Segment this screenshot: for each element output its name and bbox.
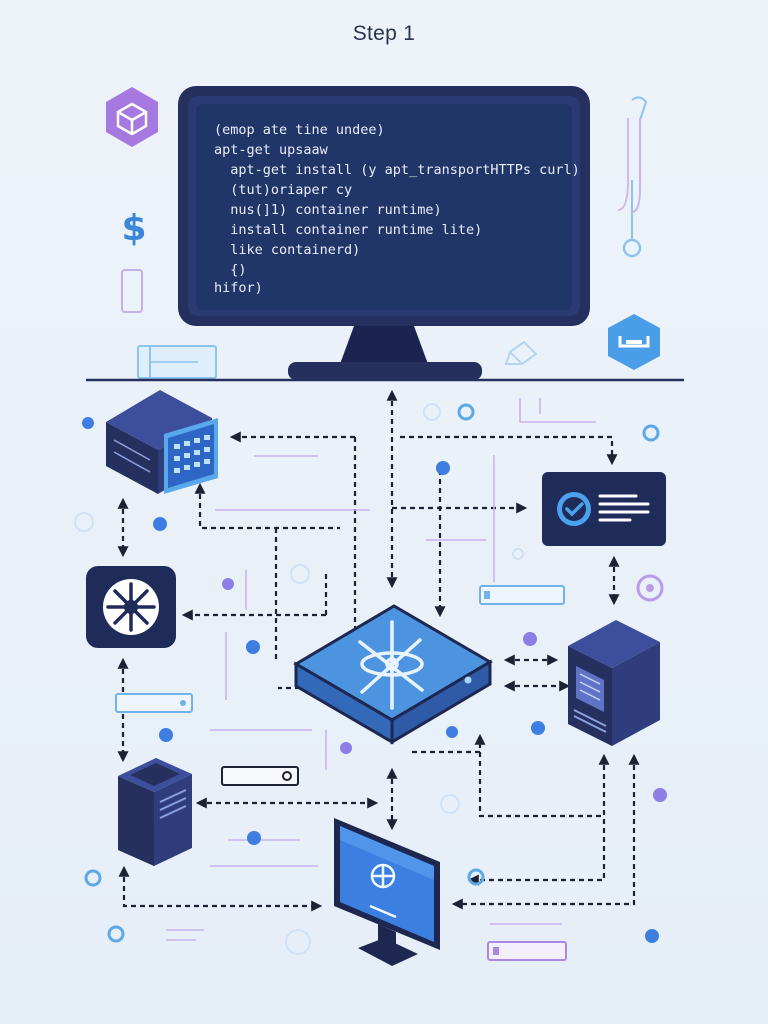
network-router-icon — [293, 604, 493, 745]
connector — [400, 435, 618, 466]
stethoscope-icon — [617, 96, 648, 258]
dollar-icon: $ — [121, 208, 146, 249]
connector — [467, 753, 610, 886]
terminal-line: nus(]1) container runtime) — [214, 202, 442, 218]
card-outline-icon — [137, 345, 217, 379]
progress-pill-left — [115, 693, 193, 713]
svg-text:$: $ — [121, 208, 146, 249]
decorative-guide-lines — [166, 398, 596, 941]
progress-pill-mid — [221, 766, 299, 786]
connector — [478, 752, 604, 818]
terminal-line: (tut)oriaper cy — [214, 182, 353, 198]
connector — [412, 733, 486, 754]
connector — [451, 753, 640, 910]
terminal-line: like containerd) — [214, 242, 361, 258]
terminal-line: apt-get upsaaw — [214, 142, 328, 158]
terminal-screen: (emop ate tine undee) apt-get upsaaw apt… — [182, 90, 586, 320]
progress-pill-bottom — [487, 941, 567, 961]
small-server-icon — [118, 758, 192, 866]
connectors — [117, 389, 640, 912]
cube-icon — [106, 87, 158, 147]
hexagon-chat-icon — [608, 314, 660, 370]
terminal-line: (emop ate tine undee) — [214, 122, 385, 138]
pencil-outline-icon — [504, 340, 538, 366]
progress-pill-right — [479, 585, 565, 605]
tag-outline-icon — [121, 269, 143, 313]
monitor-globe-icon — [334, 818, 440, 966]
server-rack-icon — [106, 390, 218, 494]
terminal-line: install container runtime lite) — [214, 222, 483, 238]
terminal-line: hifor) — [214, 280, 263, 296]
main-monitor — [178, 86, 590, 380]
checklist-card-icon — [542, 472, 666, 546]
terminal-line: apt-get install (y apt_transportHTTPs cu… — [214, 162, 580, 178]
connector — [194, 482, 340, 530]
connector — [118, 865, 323, 912]
helm-wheel-icon — [86, 566, 176, 648]
decorative-dots — [74, 403, 667, 955]
server-tower-icon — [568, 620, 660, 746]
terminal-line: {) — [214, 262, 247, 278]
connector — [278, 437, 357, 690]
step-title: Step 1 — [352, 22, 416, 45]
